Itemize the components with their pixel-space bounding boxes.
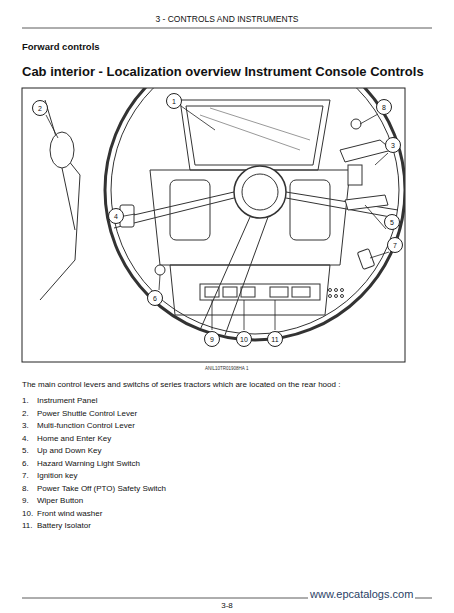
figure-frame — [22, 88, 405, 362]
callout-number: 5 — [390, 219, 394, 226]
list-number: 8. — [22, 484, 29, 493]
callout-circle: 4 — [108, 208, 124, 224]
callout-circle: 11 — [267, 331, 283, 347]
header-rule — [22, 28, 432, 29]
page-title: Cab interior - Localization overview Ins… — [22, 65, 424, 80]
cab-drawing — [40, 88, 405, 340]
callout-number: 10 — [240, 336, 248, 343]
callout-number: 9 — [210, 336, 214, 343]
callout-circle: 10 — [236, 331, 252, 347]
list-number: 4. — [22, 434, 29, 443]
list-item: Up and Down Key — [37, 446, 101, 455]
list-item: Multi-function Control Lever — [37, 421, 135, 430]
callout-number: 11 — [271, 336, 278, 343]
page-number: 3-8 — [221, 601, 233, 610]
callout-number: 3 — [391, 142, 395, 149]
leader-lines — [46, 106, 389, 330]
list-number: 2. — [22, 409, 29, 418]
callout-circle: 3 — [385, 137, 401, 153]
list-number: 10. — [22, 509, 33, 518]
callout-number: 1 — [172, 98, 176, 105]
list-item: Power Take Off (PTO) Safety Switch — [37, 484, 166, 493]
figure-number: 1 — [246, 366, 249, 371]
callout-number: 2 — [38, 105, 42, 112]
list-item: Front wind washer — [37, 509, 102, 518]
list-item: Battery Isolator — [37, 521, 91, 530]
list-number: 6. — [22, 459, 29, 468]
list-item: Ignition key — [37, 471, 77, 480]
list-number: 7. — [22, 471, 29, 480]
list-number: 9. — [22, 496, 29, 505]
figure-code: ANIL10TR01908HA — [205, 366, 245, 371]
section-heading: Forward controls — [22, 42, 100, 53]
watermark: www.epcatalogs.com — [308, 588, 415, 601]
callout-circle: 1 — [166, 93, 182, 109]
list-number: 5. — [22, 446, 29, 455]
callout-number: 4 — [114, 213, 118, 220]
callout-number: 6 — [153, 295, 157, 302]
list-item: Power Shuttle Control Lever — [37, 409, 137, 418]
intro-text: The main control levers and switchs of s… — [22, 380, 340, 389]
callout-circle: 2 — [32, 100, 48, 116]
list-item: Hazard Warning Light Switch — [37, 459, 140, 468]
list-number: 3. — [22, 421, 29, 430]
page-header: 3 - CONTROLS AND INSTRUMENTS — [155, 15, 298, 25]
callout-number: 7 — [393, 242, 397, 249]
callout-circle: 6 — [147, 290, 163, 306]
callout-circle: 7 — [387, 237, 403, 253]
callout-circle: 5 — [384, 214, 400, 230]
list-item: Home and Enter Key — [37, 434, 111, 443]
list-item: Instrument Panel — [37, 396, 97, 405]
callout-circle: 8 — [376, 99, 392, 115]
callout-circle: 9 — [204, 331, 220, 347]
list-number: 1. — [22, 396, 29, 405]
list-item: Wiper Button — [37, 496, 83, 505]
list-number: 11. — [22, 521, 33, 530]
callout-number: 8 — [382, 104, 386, 111]
